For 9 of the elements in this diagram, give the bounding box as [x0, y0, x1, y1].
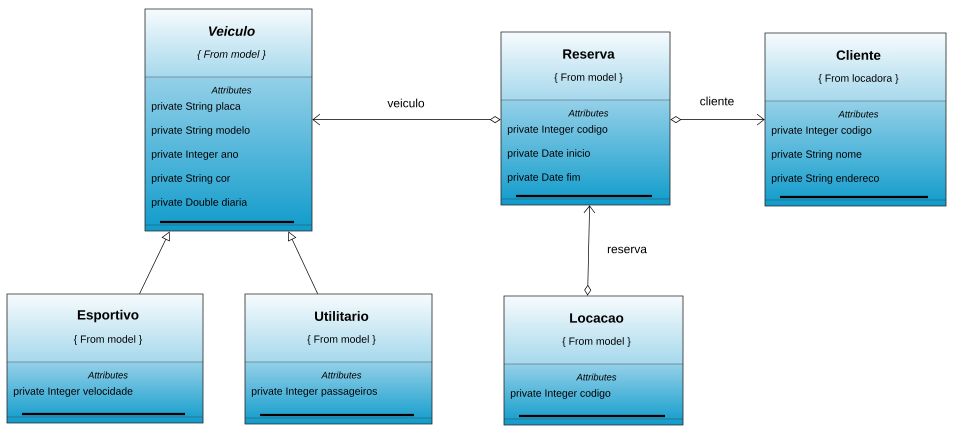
edge-label: cliente — [698, 96, 736, 106]
edge-label: reserva — [606, 246, 648, 254]
edge-label: veiculo — [386, 98, 426, 108]
uml-class-box: Reserva { From model } Attributes private Integer codigo private Date inicio private Date fim — [500, 32, 670, 206]
uml-class-box: Veiculo { From model } Attributes private String placa private String modelo private Integer ano private String cor private Double diaria — [144, 8, 312, 232]
uml-class-box: Esportivo { From model } Attributes private Integer velocidade — [6, 294, 204, 424]
uml-class-box: Utilitario { From model } Attributes private Integer passageiros — [244, 294, 432, 424]
uml-class-box: Locacao { From model } Attributes private Integer codigo — [504, 296, 684, 426]
uml-class-box: Cliente { From locadora } Attributes private Integer codigo private String nome private String endereco — [764, 32, 946, 206]
